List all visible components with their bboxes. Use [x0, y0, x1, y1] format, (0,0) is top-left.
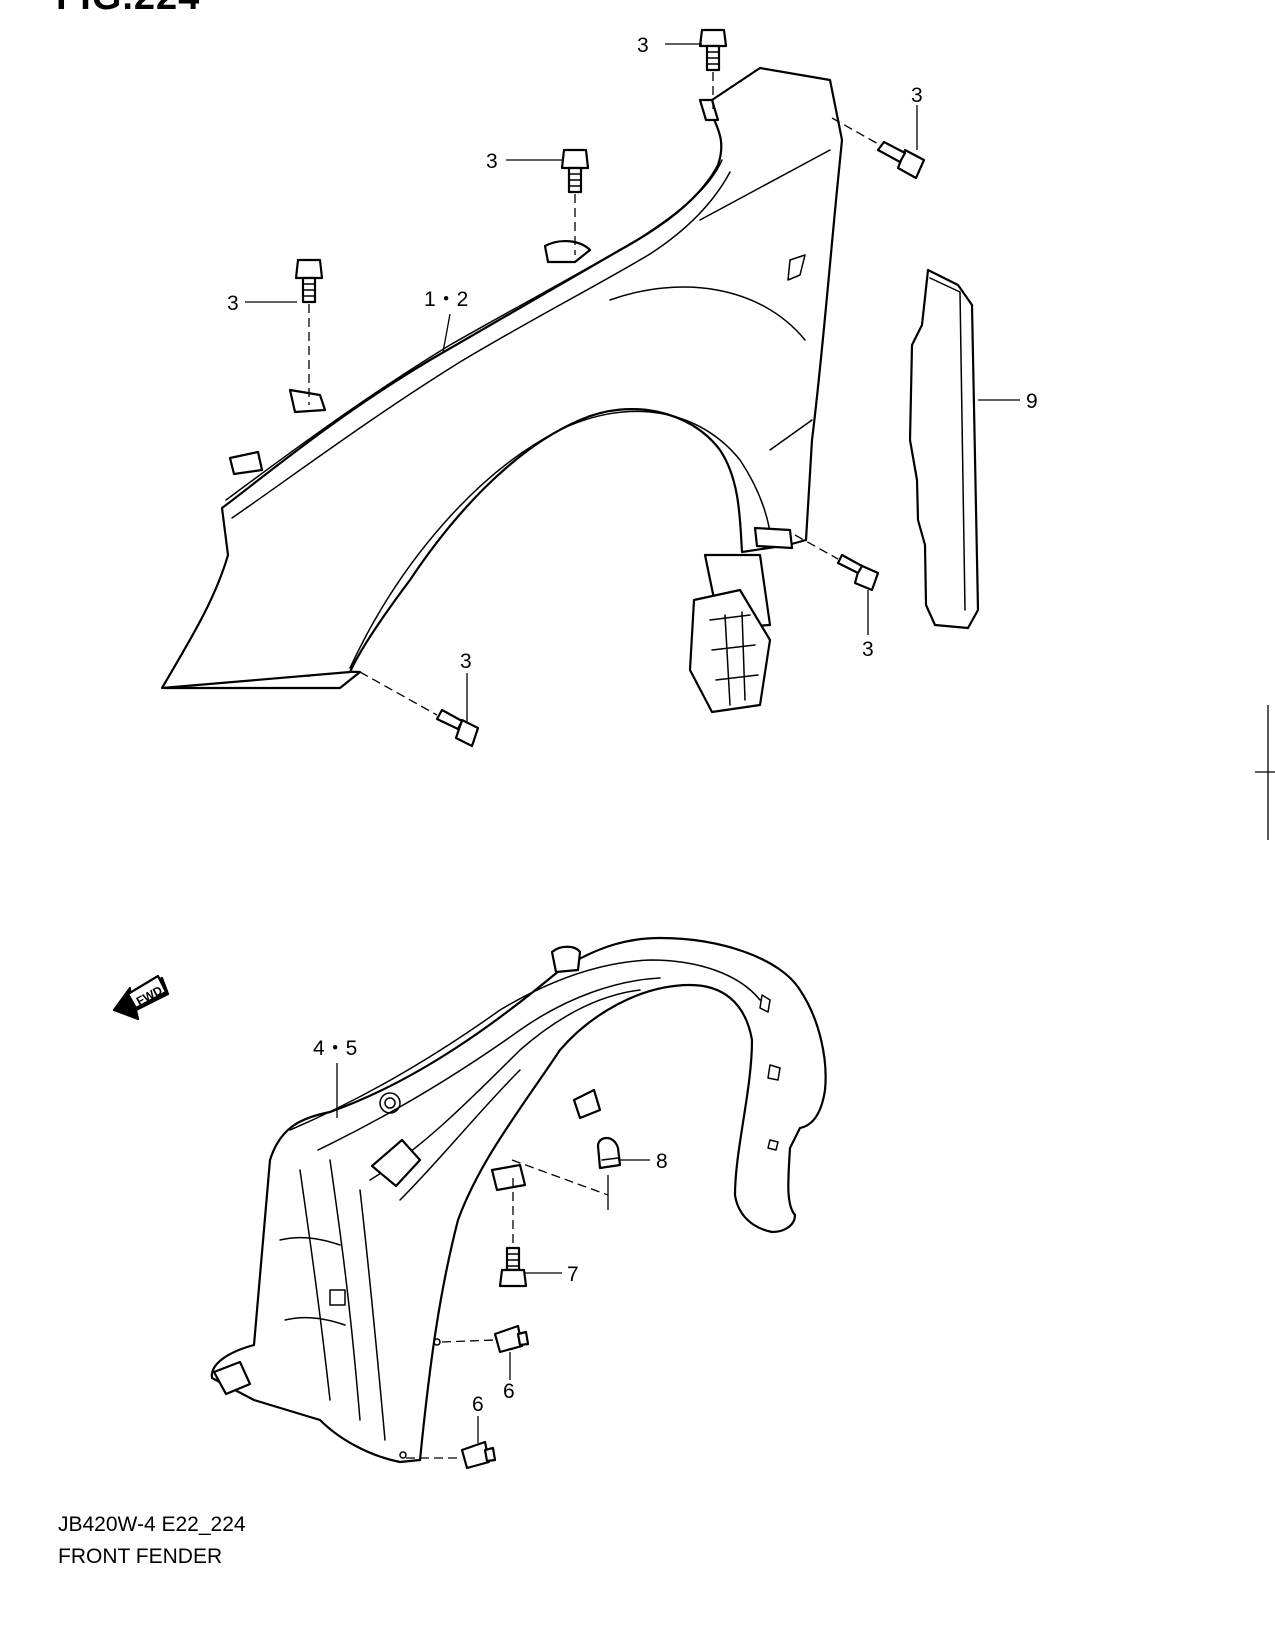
bolt-bottom-right[interactable] — [836, 553, 880, 592]
fender-seal[interactable] — [908, 268, 980, 630]
figure-name: FRONT FENDER — [58, 1545, 223, 1568]
callout-fastener-lower: 6 — [472, 1393, 484, 1416]
callout-bolt-right-top: 3 — [911, 84, 923, 107]
callout-clip: 8 — [656, 1150, 668, 1173]
callout-bolt-bottom-left: 3 — [460, 650, 472, 673]
callout-seal: 9 — [1026, 390, 1038, 413]
bolt-left[interactable] — [294, 258, 324, 304]
callout-bolt-mid: 3 — [486, 150, 498, 173]
fastener-lower[interactable] — [460, 1440, 497, 1470]
screw[interactable] — [498, 1246, 528, 1288]
page-edge-mark — [1255, 705, 1275, 840]
front-fender[interactable] — [160, 66, 844, 714]
figure-code: JB420W-4 E22_224 — [58, 1513, 246, 1536]
callout-liner: 4・5 — [313, 1037, 357, 1060]
bolt-right-top[interactable] — [876, 140, 926, 180]
callout-bolt-left: 3 — [227, 292, 239, 315]
bolt-top[interactable] — [698, 28, 728, 72]
fender-liner[interactable] — [210, 936, 827, 1464]
bolt-bottom-left[interactable] — [435, 708, 480, 748]
callout-bolt-top: 3 — [637, 34, 649, 57]
bolt-mid[interactable] — [560, 148, 590, 194]
callout-fastener-upper: 6 — [503, 1380, 515, 1403]
figure-title: FIG.224 — [56, 0, 200, 16]
fastener-upper[interactable] — [493, 1324, 530, 1354]
callout-screw: 7 — [567, 1263, 579, 1286]
callout-fender: 1・2 — [424, 288, 468, 311]
fwd-arrow-icon: FWD — [112, 974, 170, 1021]
clip[interactable] — [596, 1136, 622, 1170]
callout-bolt-bottom-right: 3 — [862, 638, 874, 661]
